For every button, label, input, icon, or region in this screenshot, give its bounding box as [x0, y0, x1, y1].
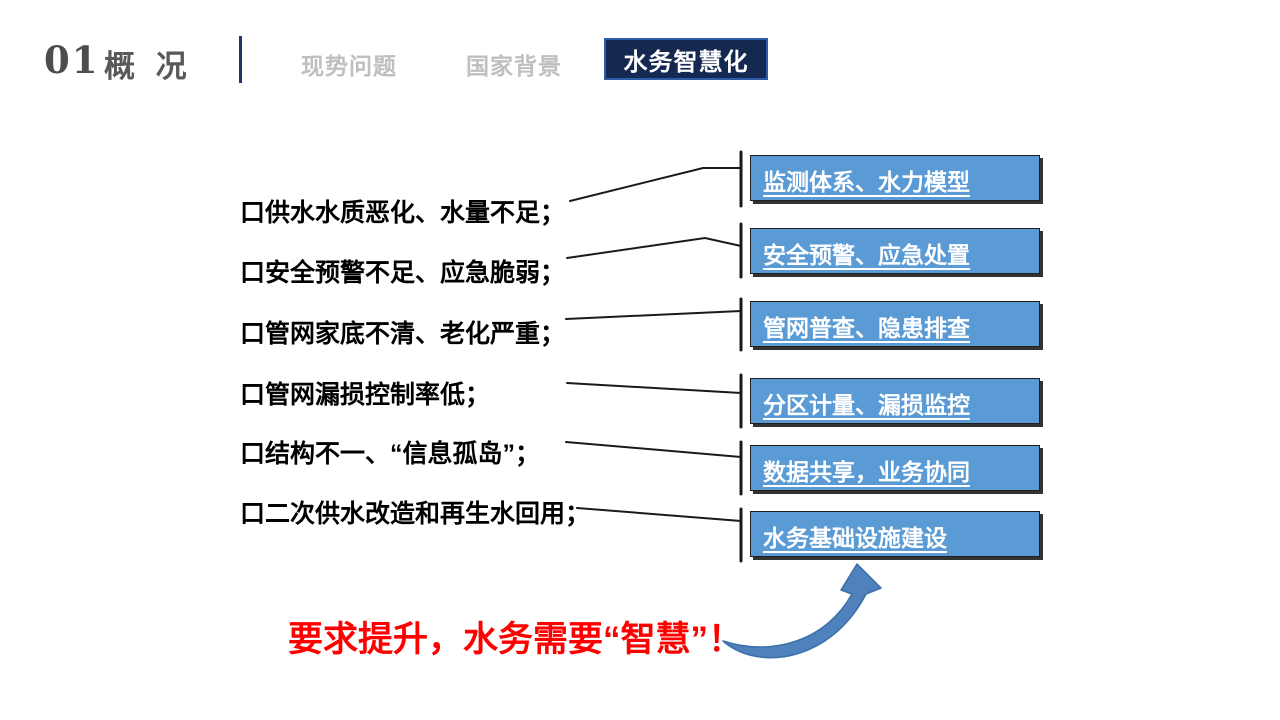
- solution-box: 分区计量、漏损监控: [750, 378, 1040, 424]
- header-divider: [239, 36, 242, 83]
- square-bullet-icon: 口: [240, 381, 266, 409]
- solution-box: 数据共享，业务协同: [750, 445, 1040, 491]
- solution-text: 管网普查、隐患排查: [763, 315, 970, 341]
- problem-text: 结构不一、“信息孤岛”；: [265, 440, 541, 468]
- section-number: 01: [44, 38, 100, 82]
- solution-text: 分区计量、漏损监控: [763, 392, 970, 418]
- conclusion-text: 要求提升，水务需要“智慧”！: [288, 620, 744, 659]
- problem-text: 供水水质恶化、水量不足；: [265, 199, 566, 227]
- problem-text: 二次供水改造和再生水回用；: [265, 500, 591, 528]
- tab-national-background[interactable]: 国家背景: [466, 53, 562, 79]
- solution-box: 管网普查、隐患排查: [750, 301, 1040, 347]
- square-bullet-icon: 口: [240, 259, 266, 287]
- problem-item: 口安全预警不足、应急脆弱；: [240, 253, 750, 289]
- square-bullet-icon: 口: [240, 440, 266, 468]
- problem-item: 口供水水质恶化、水量不足；: [240, 193, 750, 229]
- problem-text: 管网漏损控制率低；: [265, 381, 491, 409]
- solution-text: 监测体系、水力模型: [763, 169, 970, 195]
- solution-box: 水务基础设施建设: [750, 511, 1040, 557]
- solution-box: 监测体系、水力模型: [750, 155, 1040, 201]
- tab-current-problems[interactable]: 现势问题: [301, 53, 397, 79]
- square-bullet-icon: 口: [240, 320, 266, 348]
- curved-arrow-icon: [722, 563, 882, 659]
- tab-smart-water[interactable]: 水务智慧化: [604, 38, 768, 80]
- problem-text: 安全预警不足、应急脆弱；: [265, 259, 566, 287]
- solution-text: 数据共享，业务协同: [763, 459, 970, 485]
- problem-item: 口二次供水改造和再生水回用；: [240, 494, 750, 530]
- square-bullet-icon: 口: [240, 500, 266, 528]
- problem-item: 口结构不一、“信息孤岛”；: [240, 434, 750, 470]
- square-bullet-icon: 口: [240, 199, 266, 227]
- solution-text: 水务基础设施建设: [763, 525, 947, 551]
- problem-item: 口管网漏损控制率低；: [240, 375, 750, 411]
- section-title: 概 况: [104, 49, 193, 84]
- solution-box: 安全预警、应急处置: [750, 228, 1040, 274]
- problem-text: 管网家底不清、老化严重；: [265, 320, 566, 348]
- problem-item: 口管网家底不清、老化严重；: [240, 314, 750, 350]
- solution-text: 安全预警、应急处置: [763, 242, 970, 268]
